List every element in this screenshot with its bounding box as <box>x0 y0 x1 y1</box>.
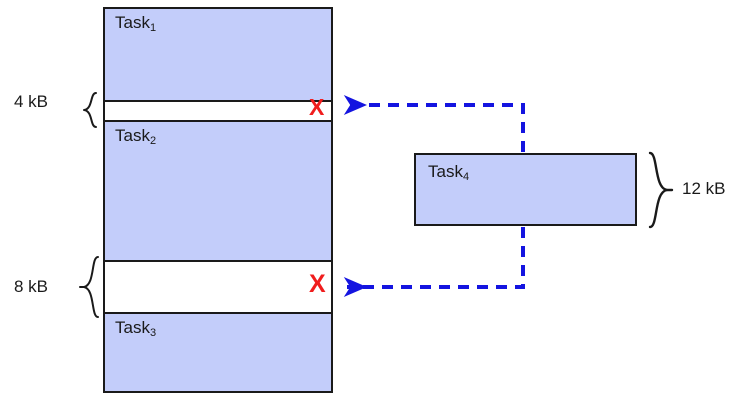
size-label-4kb: 4 kB <box>14 92 49 111</box>
brace-8kb <box>79 256 99 318</box>
size-label-12kb: 12 kB <box>682 179 726 198</box>
x-mark-hole-4kb: X <box>309 94 325 120</box>
segment-label-task2: Task2 <box>115 126 157 147</box>
arrow-to-hole-8kb <box>343 227 525 297</box>
memory-segment-task1: Task1 <box>105 9 331 102</box>
segment-label-task3: Task3 <box>115 318 157 339</box>
memory-column: Task1 Task2 Task3 <box>103 7 333 393</box>
memory-segment-task3: Task3 <box>105 312 331 391</box>
memory-hole-8kb <box>105 262 331 312</box>
memory-segment-task2: Task2 <box>105 120 331 262</box>
x-mark-hole-8kb: X <box>309 270 326 298</box>
size-label-8kb: 8 kB <box>14 277 49 296</box>
incoming-task-box: Task4 <box>414 153 637 226</box>
segment-label-task1: Task1 <box>115 13 157 34</box>
arrow-to-hole-4kb <box>343 94 525 152</box>
memory-hole-4kb <box>105 102 331 120</box>
brace-4kb <box>83 92 97 128</box>
incoming-task-label: Task4 <box>428 162 470 183</box>
brace-12kb <box>648 151 674 229</box>
